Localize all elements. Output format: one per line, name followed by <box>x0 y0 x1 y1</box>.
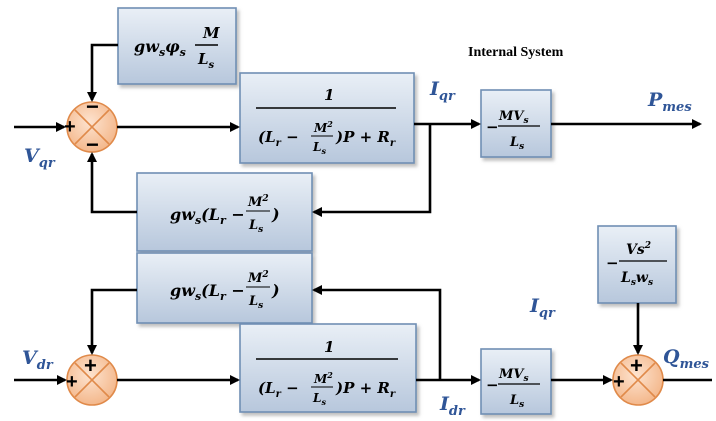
cross-coupling-block-2: gws(Lr − M2 Ls ) <box>136 252 313 324</box>
svg-text:+: + <box>84 353 97 378</box>
svg-text:+: + <box>613 371 625 393</box>
svg-text:+: + <box>66 371 78 393</box>
transfer-function-bottom: 1 (Lr − M2 Ls )P + Rr <box>239 323 417 413</box>
svg-text:)P + Rr: )P + Rr <box>335 379 396 400</box>
svg-text:gwsφs: gwsφs <box>134 37 186 59</box>
input-label-vqr: Vqr <box>24 145 56 171</box>
svg-text:): ) <box>271 281 280 300</box>
summing-junction-1: − + − <box>64 94 118 157</box>
svg-text:(Lr −: (Lr − <box>258 379 299 400</box>
signal-label-iqr-top: Iqr <box>429 78 456 104</box>
svg-text:Ls: Ls <box>509 135 524 152</box>
svg-text:+: + <box>630 353 643 378</box>
svg-text:(Lr −: (Lr − <box>258 128 299 149</box>
svg-text:): ) <box>271 205 280 224</box>
svg-text:Ls: Ls <box>197 50 215 71</box>
svg-text:−: − <box>86 132 99 157</box>
output-label-pmes: Pmes <box>647 89 692 115</box>
svg-text:M2: M2 <box>313 370 333 386</box>
svg-text:Lsws: Lsws <box>620 270 653 288</box>
svg-text:)P + Rr: )P + Rr <box>335 128 396 149</box>
input-label-vdr: Vdr <box>22 347 54 373</box>
svg-text:M2: M2 <box>247 194 269 210</box>
svg-text:MVs: MVs <box>498 367 529 384</box>
output-block-q: − MVs Ls <box>480 348 552 415</box>
q-constant-block: − Vs2 Lsws <box>597 225 677 304</box>
svg-text:Ls: Ls <box>312 391 326 407</box>
svg-text:Vs2: Vs2 <box>626 241 651 258</box>
svg-text:Ls: Ls <box>509 393 524 410</box>
svg-text:gws(Lr −: gws(Lr − <box>170 205 245 227</box>
svg-text:1: 1 <box>324 86 334 104</box>
svg-text:−: − <box>606 254 619 272</box>
svg-text:M2: M2 <box>313 119 333 135</box>
svg-text:Ls: Ls <box>248 294 263 311</box>
transfer-function-top: 1 (Lr − M2 Ls )P + Rr <box>239 72 415 164</box>
svg-text:gws(Lr −: gws(Lr − <box>170 281 245 303</box>
svg-text:M2: M2 <box>247 270 269 286</box>
svg-text:M: M <box>202 24 220 42</box>
signal-label-idr: Idr <box>439 393 466 419</box>
output-label-qmes: Qmes <box>663 346 710 372</box>
svg-text:1: 1 <box>324 338 334 356</box>
output-block-p: − MVs Ls <box>480 89 552 158</box>
gain-block-top: gwsφs M Ls <box>117 7 237 85</box>
svg-text:Ls: Ls <box>312 140 326 156</box>
diagram-title: Internal System <box>468 45 564 60</box>
signal-wires <box>14 43 712 385</box>
svg-text:+: + <box>64 116 76 138</box>
svg-text:−: − <box>486 376 499 394</box>
summing-junction-3: + + <box>612 353 664 406</box>
cross-coupling-block-1: gws(Lr − M2 Ls ) <box>136 172 313 252</box>
summing-junction-2: + + <box>66 353 118 406</box>
svg-text:MVs: MVs <box>498 109 529 126</box>
signal-label-iqr-mid: Iqr <box>529 295 556 321</box>
svg-text:−: − <box>486 118 499 136</box>
svg-text:Ls: Ls <box>248 218 263 235</box>
